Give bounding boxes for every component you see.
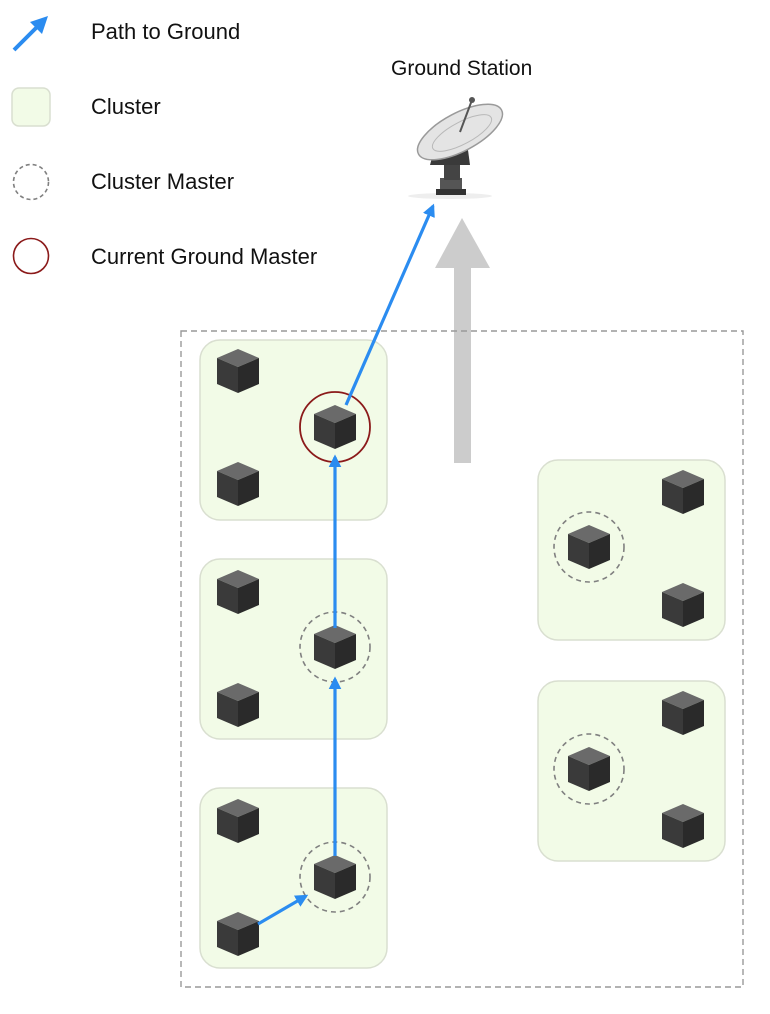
node-cube	[217, 799, 259, 843]
legend-path-label: Path to Ground	[91, 19, 241, 44]
legend-cluster-swatch	[11, 87, 51, 127]
satellite-dish-icon	[408, 97, 504, 199]
node-cube	[662, 583, 704, 627]
cluster-master-ring	[553, 511, 625, 583]
path-arrow	[257, 894, 309, 926]
node-cube	[662, 691, 704, 735]
uplink-arrow	[435, 218, 490, 463]
node-cube	[662, 470, 704, 514]
node-cube	[662, 804, 704, 848]
node-cube	[217, 683, 259, 727]
node-cube	[217, 349, 259, 393]
legend-cluster-master-label: Cluster Master	[91, 169, 235, 194]
path-to-ground	[257, 203, 435, 926]
legend-cluster-master-icon	[12, 163, 50, 201]
node-cube	[217, 462, 259, 506]
node-cube	[314, 625, 356, 669]
node-cube	[217, 570, 259, 614]
network-region	[180, 330, 744, 988]
node-cube	[314, 405, 356, 449]
legend-ground-master-label: Current Ground Master	[91, 244, 318, 269]
ground-station-label: Ground Station	[391, 57, 533, 80]
cluster-master-ring	[553, 733, 625, 805]
node-cube	[217, 912, 259, 956]
legend-path-icon	[12, 16, 48, 52]
node-cube	[314, 855, 356, 899]
legend-ground-master-icon	[12, 237, 50, 275]
node-cube	[568, 747, 610, 791]
node-cube	[568, 525, 610, 569]
legend-cluster-label: Cluster	[91, 94, 161, 119]
path-arrow	[344, 203, 435, 406]
